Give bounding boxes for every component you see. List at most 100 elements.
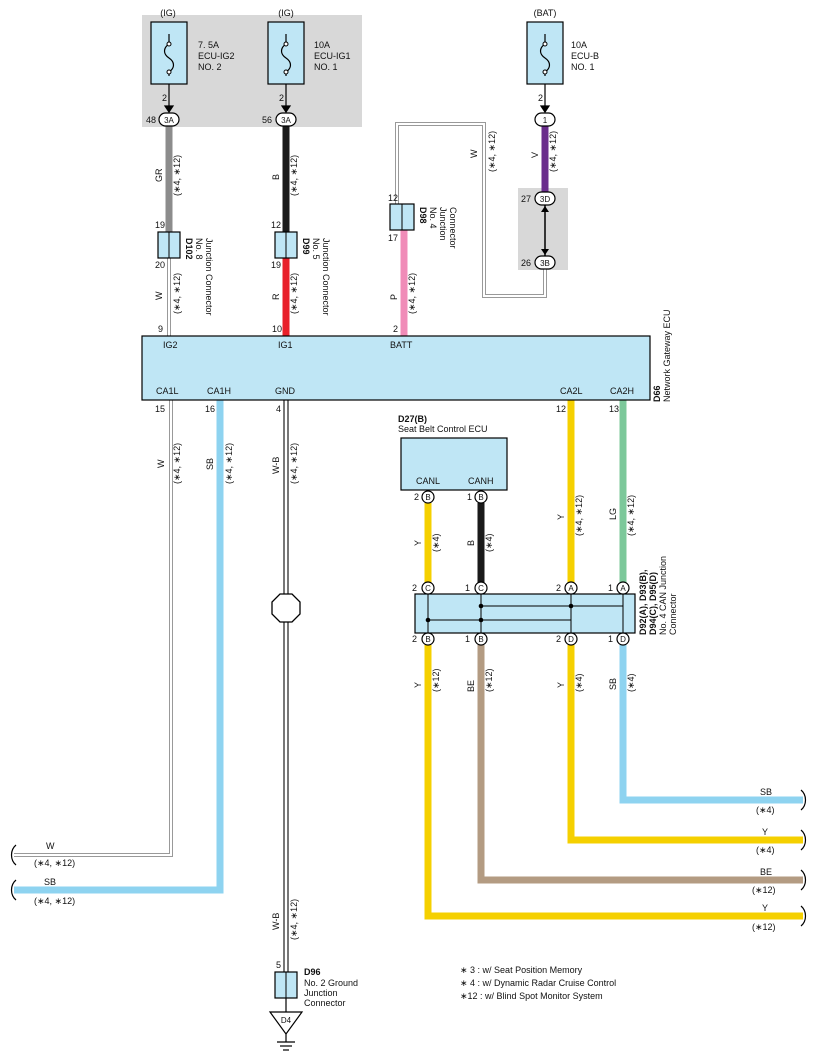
pin-label: 13 xyxy=(609,404,619,414)
svg-text:No. 5: No. 5 xyxy=(311,238,321,260)
wire-labels-horizontal: W (∗4, ∗12) SB (∗4, ∗12) SB (∗4) Y (∗4) … xyxy=(34,787,776,932)
pin-label: 27 xyxy=(521,194,531,204)
pin-label: 2 xyxy=(538,93,543,103)
svg-text:Y: Y xyxy=(556,682,566,688)
wire-sb-ca1h xyxy=(14,400,224,894)
svg-text:7. 5A: 7. 5A xyxy=(198,40,219,50)
svg-text:D98: D98 xyxy=(418,207,428,224)
svg-text:(IG): (IG) xyxy=(278,8,294,18)
can-junction-connector: D92(A), D93(B), D94(C), D95(D) No. 4 CAN… xyxy=(414,556,678,635)
wire-y-out-d xyxy=(567,645,803,844)
svg-text:No. 4: No. 4 xyxy=(428,207,438,229)
svg-text:B: B xyxy=(271,174,281,180)
svg-text:SB: SB xyxy=(608,678,618,690)
svg-text:CA2H: CA2H xyxy=(610,386,634,396)
svg-text:D27(B): D27(B) xyxy=(398,414,427,424)
pin-label: 2 xyxy=(279,93,284,103)
svg-text:3A: 3A xyxy=(281,116,291,125)
svg-text:Connector: Connector xyxy=(448,207,458,249)
svg-text:Connector: Connector xyxy=(304,998,346,1008)
svg-text:19: 19 xyxy=(271,260,281,270)
fuse-ecu-b: (BAT) 10A ECU-B NO. 1 xyxy=(526,8,599,85)
svg-text:(∗4, ∗12): (∗4, ∗12) xyxy=(289,273,299,314)
svg-text:(∗4, ∗12): (∗4, ∗12) xyxy=(626,495,636,536)
svg-text:NO. 2: NO. 2 xyxy=(198,62,222,72)
svg-text:BE: BE xyxy=(760,867,772,877)
svg-text:5: 5 xyxy=(276,960,281,970)
svg-text:W-B: W-B xyxy=(271,913,281,930)
svg-text:2: 2 xyxy=(556,583,561,593)
svg-text:(∗12): (∗12) xyxy=(484,668,494,692)
svg-text:ECU-B: ECU-B xyxy=(571,51,599,61)
svg-text:W: W xyxy=(46,841,55,851)
svg-text:(∗12): (∗12) xyxy=(752,885,776,895)
svg-text:GR: GR xyxy=(154,168,164,182)
svg-text:10A: 10A xyxy=(314,40,330,50)
svg-text:BATT: BATT xyxy=(390,340,413,350)
svg-text:(∗4): (∗4) xyxy=(574,673,584,692)
svg-text:20: 20 xyxy=(155,260,165,270)
svg-text:1: 1 xyxy=(465,583,470,593)
footnotes: ∗ 3 : w/ Seat Position Memory ∗ 4 : w/ D… xyxy=(460,965,616,1001)
svg-text:D66: D66 xyxy=(652,385,662,402)
svg-text:SB: SB xyxy=(44,877,56,887)
svg-text:12: 12 xyxy=(388,193,398,203)
svg-text:Junction Connector: Junction Connector xyxy=(204,238,214,316)
svg-text:(∗4, ∗12): (∗4, ∗12) xyxy=(224,443,234,484)
svg-text:1: 1 xyxy=(465,634,470,644)
svg-text:W: W xyxy=(469,149,479,158)
svg-text:D: D xyxy=(620,635,626,644)
svg-text:B: B xyxy=(478,493,483,502)
svg-text:Junction: Junction xyxy=(304,988,338,998)
svg-text:IG1: IG1 xyxy=(278,340,293,350)
svg-text:∗12 : w/ Blind Spot Monitor Sy: ∗12 : w/ Blind Spot Monitor System xyxy=(460,991,603,1001)
svg-text:No. 8: No. 8 xyxy=(194,238,204,260)
ecu-d27: D27(B) Seat Belt Control ECU CANL CANH xyxy=(398,414,508,491)
connector-d96: 5 D96 No. 2 Ground Junction Connector xyxy=(274,960,358,1008)
svg-text:D99: D99 xyxy=(301,238,311,255)
svg-text:2: 2 xyxy=(412,583,417,593)
svg-text:C: C xyxy=(478,584,484,593)
svg-text:B: B xyxy=(466,540,476,546)
svg-text:D: D xyxy=(568,635,574,644)
svg-text:IG2: IG2 xyxy=(163,340,178,350)
pin-label: 2 xyxy=(162,93,167,103)
svg-text:SB: SB xyxy=(760,787,772,797)
svg-text:Y: Y xyxy=(413,540,423,546)
svg-text:B: B xyxy=(425,635,430,644)
wire-sb-out xyxy=(619,645,803,804)
connector-d98: 12 17 D98 No. 4 Junction Connector xyxy=(388,193,458,249)
pin-label: 2 xyxy=(393,324,398,334)
svg-text:ECU-IG1: ECU-IG1 xyxy=(314,51,351,61)
svg-text:10A: 10A xyxy=(571,40,587,50)
svg-text:GND: GND xyxy=(275,386,296,396)
svg-text:Seat Belt Control ECU: Seat Belt Control ECU xyxy=(398,424,488,434)
svg-text:(∗4): (∗4) xyxy=(626,673,636,692)
svg-text:W-B: W-B xyxy=(271,457,281,474)
svg-text:(∗4, ∗12): (∗4, ∗12) xyxy=(574,495,584,536)
svg-text:(∗4): (∗4) xyxy=(484,533,494,552)
svg-text:Connector: Connector xyxy=(668,593,678,635)
connector-d99: 12 19 D99 No. 5 Junction Connector xyxy=(271,220,331,316)
can-pin-numbers: 2 1 2 1 2 1 2 1 2 1 xyxy=(412,492,613,644)
svg-text:Junction Connector: Junction Connector xyxy=(321,238,331,316)
ecu-d66: IG2 IG1 BATT CA1L CA1H GND CA2L CA2H D66… xyxy=(141,309,672,402)
wire-be-out xyxy=(477,645,803,884)
svg-text:D4: D4 xyxy=(281,1016,292,1025)
svg-text:(∗4): (∗4) xyxy=(756,845,775,855)
svg-text:SB: SB xyxy=(205,458,215,470)
pin-label: 4 xyxy=(276,404,281,414)
svg-text:NO. 1: NO. 1 xyxy=(571,62,595,72)
svg-text:3A: 3A xyxy=(164,116,174,125)
svg-text:NO. 1: NO. 1 xyxy=(314,62,338,72)
svg-text:Y: Y xyxy=(762,827,768,837)
pin-label: 12 xyxy=(556,404,566,414)
pin-label: 15 xyxy=(155,404,165,414)
svg-text:B: B xyxy=(478,635,483,644)
svg-text:Y: Y xyxy=(556,514,566,520)
svg-text:(∗4, ∗12): (∗4, ∗12) xyxy=(172,273,182,314)
svg-text:ECU-IG2: ECU-IG2 xyxy=(198,51,235,61)
svg-text:CA1H: CA1H xyxy=(207,386,231,396)
connector-d102: 19 20 D102 No. 8 Junction Connector xyxy=(155,220,214,316)
